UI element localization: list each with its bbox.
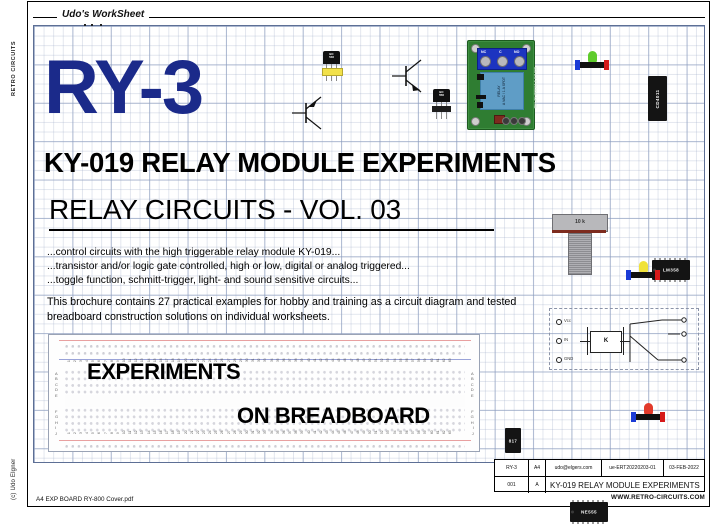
breadboard-label-top: EXPERIMENTS xyxy=(87,359,241,384)
led-module-red xyxy=(631,400,665,422)
transistor-symbol-npn xyxy=(388,56,430,96)
title-block-doc-id: ue-ERT20220203-01 xyxy=(602,460,664,476)
schematic-node-gnd xyxy=(556,357,562,363)
subhead-underline xyxy=(49,229,494,231)
optocoupler-marking: 817 xyxy=(508,438,518,443)
header-dots xyxy=(84,21,124,29)
breadboard-holes-upper xyxy=(65,369,465,395)
schematic-label-vcc: Vcc xyxy=(564,318,571,323)
potentiometer-shaft xyxy=(568,233,592,275)
title-block-email: udo@elgers.com xyxy=(546,460,602,476)
led-module-green xyxy=(575,48,609,70)
breadboard-holes-lower xyxy=(65,407,465,433)
cover-subhead: RELAY CIRCUITS - VOL. 03 xyxy=(49,194,402,225)
title-block-date: 03-FEB-2022 xyxy=(669,465,699,471)
copyright-label: (c) Udo Elgner xyxy=(11,458,17,500)
ic-ne555-marking: NE555 xyxy=(580,509,598,515)
ic-lm358-marking: LM358 xyxy=(662,267,680,273)
terminal-label-no: NO xyxy=(514,50,520,54)
title-block-drawing-no: RY-3 xyxy=(495,460,529,476)
breadboard-rows-upper-left: A B C D E xyxy=(55,371,59,398)
cover-code: RY-3 xyxy=(44,45,204,130)
title-block-title: KY-019 RELAY MODULE EXPERIMENTS xyxy=(550,480,700,490)
led-bulb-red xyxy=(644,403,653,415)
bullet-line-1: ...control circuits with the high trigge… xyxy=(47,247,341,258)
header-caption: Udo's WorkSheet xyxy=(57,9,150,20)
cover-bullets: ...control circuits with the high trigge… xyxy=(47,246,410,289)
transistor-symbol-pnp xyxy=(288,93,330,133)
ic-cd4011-marking: CD4011 xyxy=(655,88,660,108)
breadboard-label-bottom: ON BREADBOARD xyxy=(237,403,430,428)
bullet-line-3: ...toggle function, schmitt-trigger, lig… xyxy=(47,275,359,287)
breadboard-rows-lower-left: F G H I J xyxy=(55,409,59,436)
schematic-node-vcc xyxy=(556,319,562,325)
breadboard-rows-upper-right: A B C D E xyxy=(470,371,474,398)
cover-paragraph: This brochure contains 27 practical exam… xyxy=(47,296,517,323)
led-bulb-green xyxy=(588,51,597,63)
ic-cd4011: CD4011 xyxy=(648,76,667,121)
breadboard-rows-lower-right: F G H I J xyxy=(470,409,474,436)
title-block-revision: A xyxy=(529,477,546,493)
led-bulb-yellow xyxy=(639,261,648,273)
title-block-format: A4 xyxy=(529,460,546,476)
led-module-yellow xyxy=(626,258,660,280)
optocoupler-817: 817 xyxy=(505,428,521,453)
retro-circuits-label: RETRO CIRCUITS xyxy=(11,40,17,96)
title-block-row-1: RY-3 A4 udo@elgers.com ue-ERT20220203-01… xyxy=(495,460,704,477)
cover-headline: KY-019 RELAY MODULE EXPERIMENTS xyxy=(44,147,556,178)
relay-module-side-text: RELAY MODULE KY-019 xyxy=(533,67,537,109)
schematic-label-in: IN xyxy=(564,337,569,342)
footer-filename: A4 EXP BOARD RY-800 Cover.pdf xyxy=(36,496,134,503)
relay-coil: K xyxy=(590,331,622,353)
terminal-label-c: C xyxy=(499,50,502,54)
title-block-row-2: 001 A KY-019 RELAY MODULE EXPERIMENTS xyxy=(495,477,704,493)
title-block: RY-3 A4 udo@elgers.com ue-ERT20220203-01… xyxy=(494,459,705,493)
potentiometer-value: 10 k xyxy=(575,219,585,225)
left-margin-band xyxy=(1,1,28,507)
relay-schematic: Vcc IN GND K xyxy=(549,308,699,370)
schematic-node-in xyxy=(556,338,562,344)
ic-lm358: LM358 xyxy=(652,258,690,282)
header-caption-text: Udo's WorkSheet xyxy=(62,9,145,20)
schematic-label-gnd: GND xyxy=(564,356,574,361)
footer-url: WWW.RETRO-CIRCUITS.COM xyxy=(611,494,705,501)
bullet-line-2: ...transistor and/or logic gate controll… xyxy=(47,261,410,273)
relay-terminal-block: NC C NO xyxy=(477,48,527,70)
terminal-label-nc: NC xyxy=(481,50,487,54)
title-block-sheet-no: 001 xyxy=(495,477,529,493)
potentiometer-10k: 10 k xyxy=(552,214,608,275)
ic-ne555: NE555 xyxy=(570,500,608,524)
header-rule xyxy=(33,17,705,18)
relay-coil-label: K xyxy=(603,338,609,344)
